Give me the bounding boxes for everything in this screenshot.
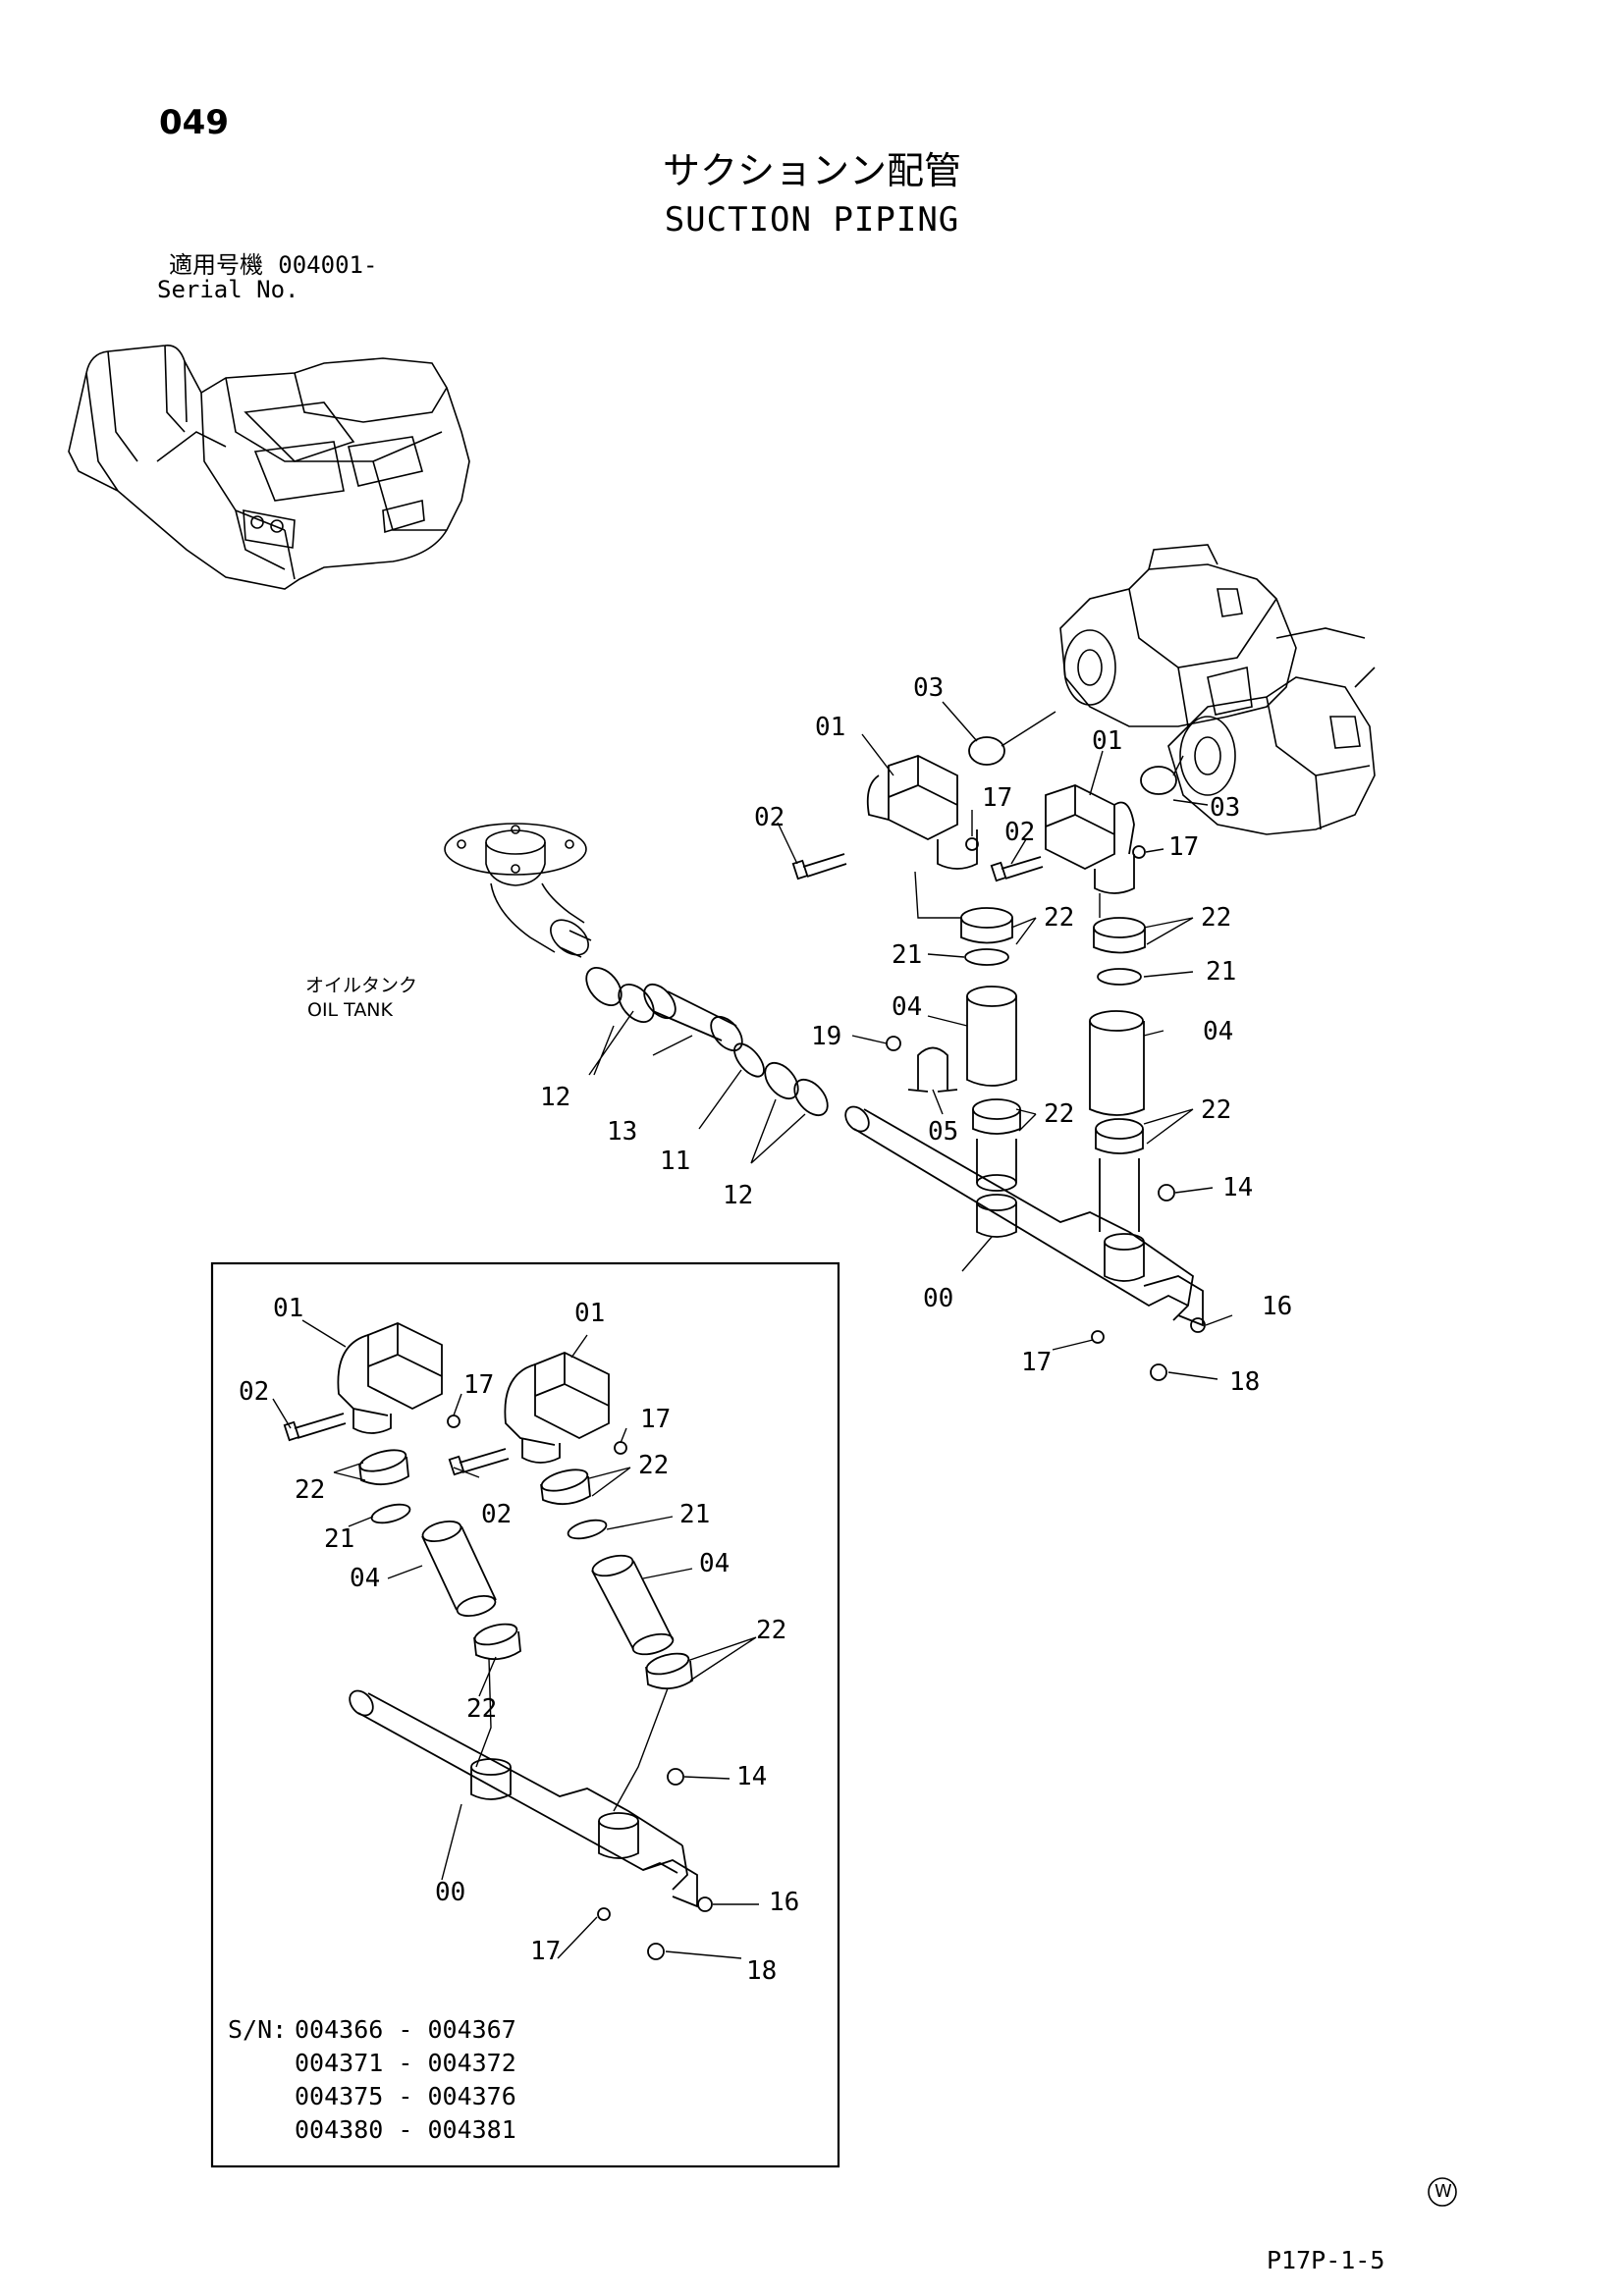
callout-03: 03	[913, 673, 945, 703]
inset-callout-02: 02	[481, 1500, 513, 1529]
inset-leader-lines	[272, 1319, 759, 1959]
inset-frame	[210, 1261, 840, 2168]
inset-callout-22: 22	[638, 1451, 670, 1480]
main-assembly	[585, 711, 1206, 1381]
inset-callout-22: 22	[756, 1616, 787, 1645]
inset-callout-17: 17	[640, 1405, 672, 1434]
callout-22: 22	[1201, 1095, 1232, 1125]
callout-17: 17	[982, 783, 1013, 813]
callout-17: 17	[1168, 832, 1200, 862]
inset-callout-21: 21	[679, 1500, 711, 1529]
callout-01: 01	[1092, 726, 1123, 756]
inset-callout-14: 14	[736, 1762, 768, 1791]
inset-callout-17: 17	[463, 1370, 495, 1400]
callout-05: 05	[928, 1117, 959, 1147]
callout-02: 02	[1004, 818, 1036, 847]
callout-11: 11	[660, 1147, 691, 1176]
inset-callout-22: 22	[295, 1475, 326, 1505]
inset-sn-range: 004375 - 004376	[295, 2082, 516, 2110]
serial-label-en: Serial No.	[157, 276, 299, 303]
oil-tank-label-jp: オイルタンク	[305, 975, 418, 996]
inset-callout-01: 01	[574, 1299, 606, 1328]
hydraulic-pump-illustration	[1059, 544, 1376, 835]
inset-sn-prefix: S/N:	[228, 2015, 288, 2044]
inset-assembly	[283, 1322, 713, 1960]
inset-callout-22: 22	[466, 1694, 498, 1724]
w-mark: W	[1435, 2181, 1452, 2202]
callout-21: 21	[1206, 957, 1237, 987]
serial-label-jp-text: 適用号機	[169, 251, 263, 279]
callout-04: 04	[892, 992, 923, 1022]
inset-callout-04: 04	[350, 1564, 381, 1593]
callout-01: 01	[815, 713, 846, 742]
callout-04: 04	[1203, 1017, 1234, 1046]
inset-sn-range: 004371 - 004372	[295, 2049, 516, 2077]
page-number: 049	[159, 103, 229, 142]
callout-19: 19	[811, 1022, 842, 1051]
inset-sn-range: 004366 - 004367	[295, 2015, 516, 2044]
inset-callout-04: 04	[699, 1549, 731, 1578]
serial-from: 004001-	[278, 251, 378, 279]
callout-22: 22	[1044, 1099, 1075, 1129]
callout-02: 02	[754, 803, 785, 832]
page-title-en: SUCTION PIPING	[664, 200, 960, 240]
w-mark-circle	[1428, 2177, 1457, 2207]
inset-callout-00: 00	[435, 1878, 466, 1907]
inset-sn-range: 004380 - 004381	[295, 2115, 516, 2144]
callout-22: 22	[1044, 903, 1075, 933]
page-title-jp: サクションン配管	[662, 149, 961, 192]
main-leader-lines	[588, 701, 1233, 1380]
callout-12: 12	[723, 1181, 754, 1210]
inset-callout-02: 02	[239, 1377, 270, 1407]
inset-callout-18: 18	[746, 1956, 778, 1986]
page-code: P17P-1-5	[1267, 2246, 1385, 2274]
inset-callout-21: 21	[324, 1524, 355, 1554]
callout-13: 13	[607, 1117, 638, 1147]
inset-callout-16: 16	[769, 1888, 800, 1917]
serial-label-jp: 適用号機 004001-	[169, 253, 377, 277]
callout-18: 18	[1229, 1367, 1261, 1397]
inset-callout-17: 17	[530, 1937, 562, 1966]
callout-22: 22	[1201, 903, 1232, 933]
callout-16: 16	[1262, 1292, 1293, 1321]
callout-14: 14	[1222, 1173, 1254, 1202]
callout-03: 03	[1210, 793, 1241, 823]
oil-tank-port-illustration	[444, 823, 592, 958]
callout-12: 12	[540, 1083, 571, 1112]
inset-callout-01: 01	[273, 1294, 304, 1323]
callout-00: 00	[923, 1284, 954, 1313]
callout-17: 17	[1021, 1348, 1053, 1377]
callout-21: 21	[892, 940, 923, 970]
excavator-illustration	[68, 345, 470, 590]
oil-tank-label-en: OIL TANK	[307, 999, 393, 1021]
